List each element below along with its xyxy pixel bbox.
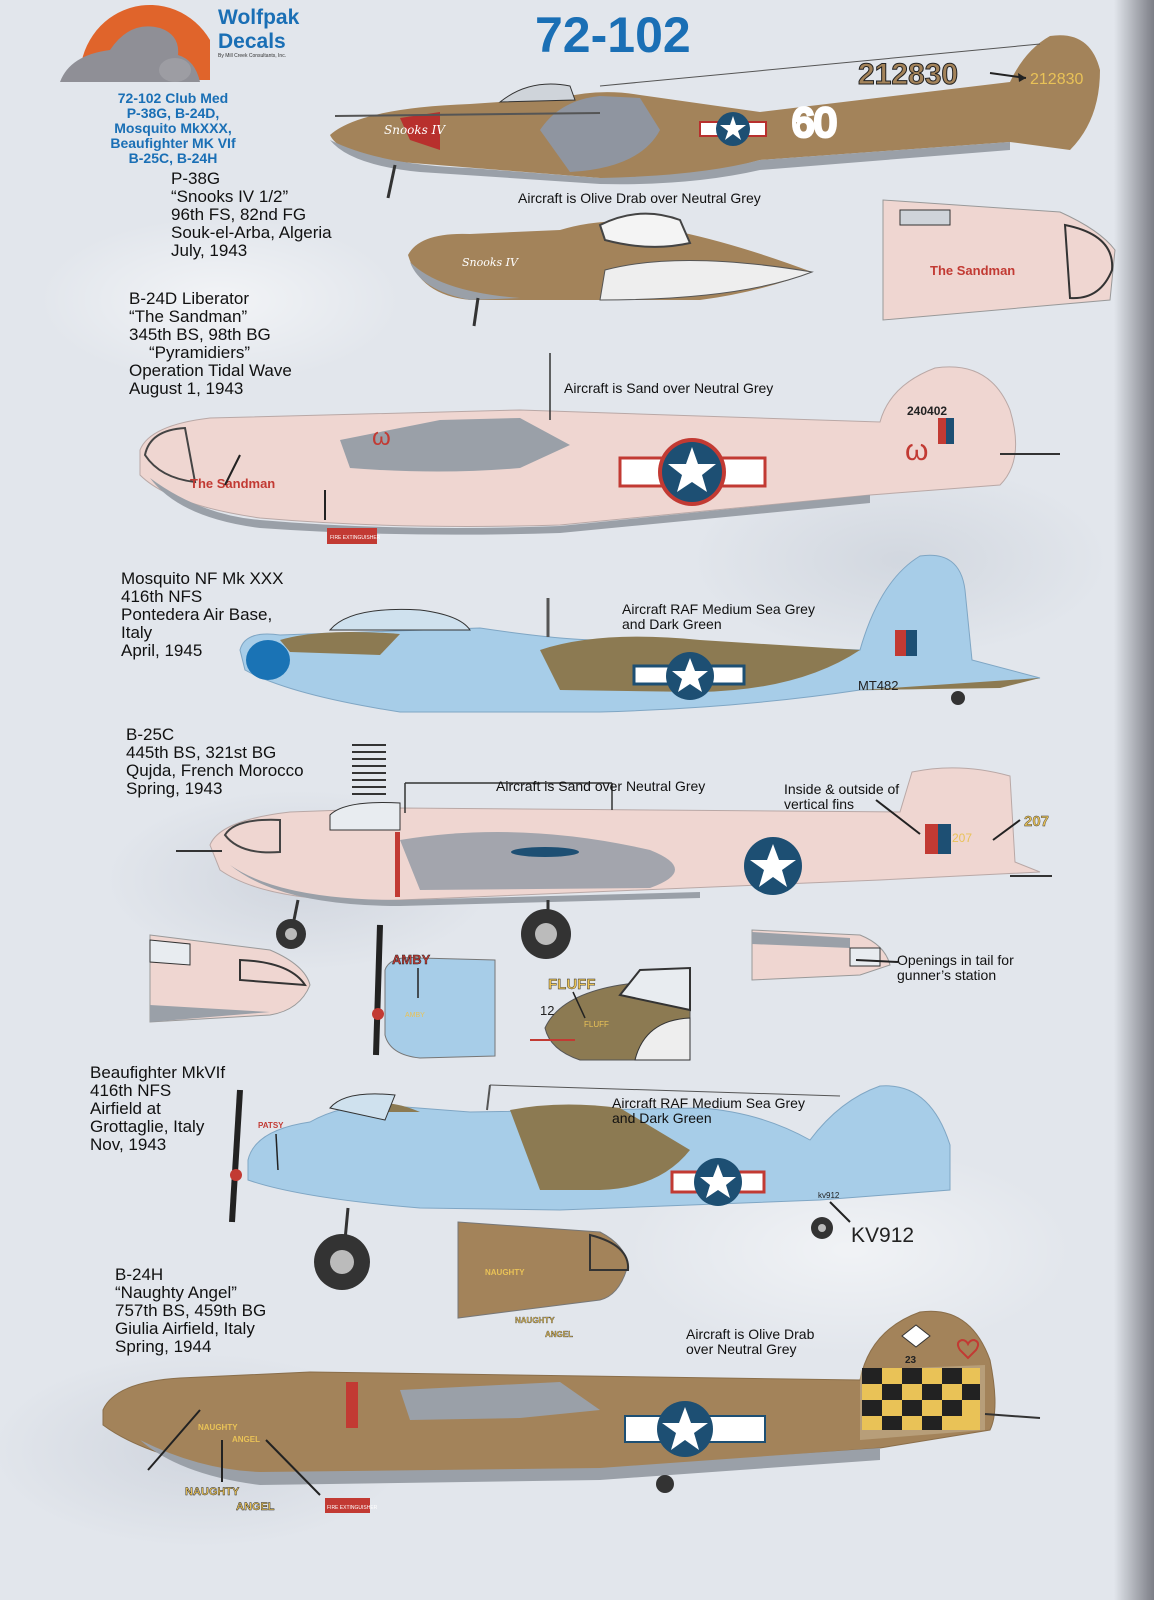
beaufighter-side-profile: PATSY kv912 KV912 <box>229 1084 951 1290</box>
mosquito-side-profile: MT482 <box>239 554 1041 713</box>
p38-caption: P-38G “Snooks IV 1/2” 96th FS, 82nd FG S… <box>171 169 332 260</box>
b24h-caption: B-24H “Naughty Angel” 757th BS, 459th BG… <box>115 1265 267 1356</box>
b24d-side-profile: 240402 ω ω The Sandman FIRE EXTINGUISHER <box>139 353 1060 544</box>
b24d-caption: B-24D Liberator “The Sandman” 345th BS, … <box>129 289 292 398</box>
b24d-tail-serial: 240402 <box>907 404 947 418</box>
b25c-engine-detail: AMBY AMBY <box>372 924 496 1059</box>
svg-text:ω: ω <box>372 424 391 451</box>
p38-underside <box>330 140 1010 185</box>
b24d-nose-art-detail: The Sandman <box>930 263 1015 278</box>
b25c-nose-detail <box>149 934 311 1023</box>
wolfpak-logo <box>60 4 210 83</box>
b24d-engine-nacelle <box>340 418 570 472</box>
fluff-label-small: FLUFF <box>584 1020 609 1029</box>
p38-nose-art-detail: Snooks IV <box>462 256 519 269</box>
beaufighter-scheme-note: Aircraft RAF Medium Sea Grey and Dark Gr… <box>612 1095 805 1126</box>
mosquito-serial: MT482 <box>858 678 898 693</box>
p38-serial-callout: 212830 <box>858 58 958 91</box>
p38-code: 60 <box>792 101 837 145</box>
beaufighter-serial-small: kv912 <box>818 1191 840 1200</box>
b24h-scheme-note: Aircraft is Olive Drab over Neutral Grey <box>686 1326 815 1357</box>
b24h-nose-detail-art: NAUGHTY <box>485 1268 525 1277</box>
b24h-naughty-decal: NAUGHTY <box>185 1486 240 1498</box>
p38-nose-art: Snooks IV <box>384 123 446 137</box>
mosquito-radome <box>246 640 290 680</box>
mosquito-scheme-note: Aircraft RAF Medium Sea Grey and Dark Gr… <box>622 601 815 632</box>
b24h-angel-decal: ANGEL <box>236 1501 275 1513</box>
b24h-tail-number: 23 <box>905 1355 917 1366</box>
set-list: 72-102 Club Med P-38G, B-24D, Mosquito M… <box>110 90 236 166</box>
beaufighter-engine-name: PATSY <box>258 1121 284 1130</box>
b25c-scheme-note: Aircraft is Sand over Neutral Grey <box>496 778 706 794</box>
photo-edge-shadow <box>1114 0 1154 1600</box>
b24h-nose-art-2: ANGEL <box>232 1435 260 1444</box>
b24d-nose-art: The Sandman <box>190 476 275 491</box>
fluff-nose-detail: FLUFF FLUFF 12 <box>530 966 691 1061</box>
b25c-tail-note: Openings in tail for gunner’s station <box>897 952 1014 983</box>
fluff-number: 12 <box>540 1003 554 1018</box>
amby-label: AMBY <box>392 952 431 967</box>
b25c-caption: B-25C 445th BS, 321st BG Qujda, French M… <box>126 725 304 798</box>
b25c-tail-detail <box>751 929 899 981</box>
b24h-nose-detail-art-2: NAUGHTY <box>515 1316 555 1325</box>
p38-nose-red <box>400 112 440 150</box>
mosquito-caption: Mosquito NF Mk XXX 416th NFS Pontedera A… <box>121 569 284 660</box>
p38-fuselage <box>330 35 1100 179</box>
product-code: 72-102 <box>535 7 691 63</box>
svg-text:ω: ω <box>905 434 928 467</box>
b24h-fire-ext: FIRE EXTINGUISHER <box>327 1505 378 1511</box>
p38-side-profile: 60 Snooks IV 212830 212830 <box>330 35 1100 199</box>
brand-subtitle: By Mill Creek Consultants, Inc. <box>218 53 287 59</box>
beaufighter-serial: KV912 <box>851 1224 914 1247</box>
beaufighter-caption: Beaufighter MkVIf 416th NFS Airfield at … <box>90 1063 226 1154</box>
beaufighter-green-camo <box>510 1104 690 1190</box>
b24h-checker-tail <box>862 1368 980 1430</box>
p38-tail-serial: 212830 <box>1030 71 1083 88</box>
b24h-side-profile: 23 NAUGHTY ANGEL NAUGHTY ANGEL FIRE EXTI… <box>102 1310 1041 1513</box>
b24h-nose-detail: NAUGHTY NAUGHTY ANGEL <box>457 1221 630 1339</box>
p38-canopy <box>498 83 576 103</box>
b24h-nose-art: NAUGHTY <box>198 1423 238 1432</box>
p38-scheme-note: Aircraft is Olive Drab over Neutral Grey <box>518 190 761 206</box>
p38-nose-detail: Snooks IV <box>408 212 814 327</box>
amby-label-small: AMBY <box>405 1012 425 1019</box>
b25c-fin-code-on-fin: 207 <box>952 831 972 845</box>
b24d-fire-ext: FIRE EXTINGUISHER <box>330 535 381 541</box>
fluff-label: FLUFF <box>548 976 595 993</box>
b25c-fin-note: Inside & outside of vertical fins <box>784 781 900 812</box>
b24d-nose-detail: The Sandman <box>882 199 1116 321</box>
brand-name: Wolfpak Decals <box>218 6 300 53</box>
b25c-fin-code: 207 <box>1024 813 1049 830</box>
b24d-scheme-note: Aircraft is Sand over Neutral Grey <box>564 380 774 396</box>
b25c-side-profile: 207 207 <box>176 744 1052 959</box>
b24h-nose-detail-art-3: ANGEL <box>545 1330 573 1339</box>
p38-engine-nacelle <box>540 96 660 172</box>
